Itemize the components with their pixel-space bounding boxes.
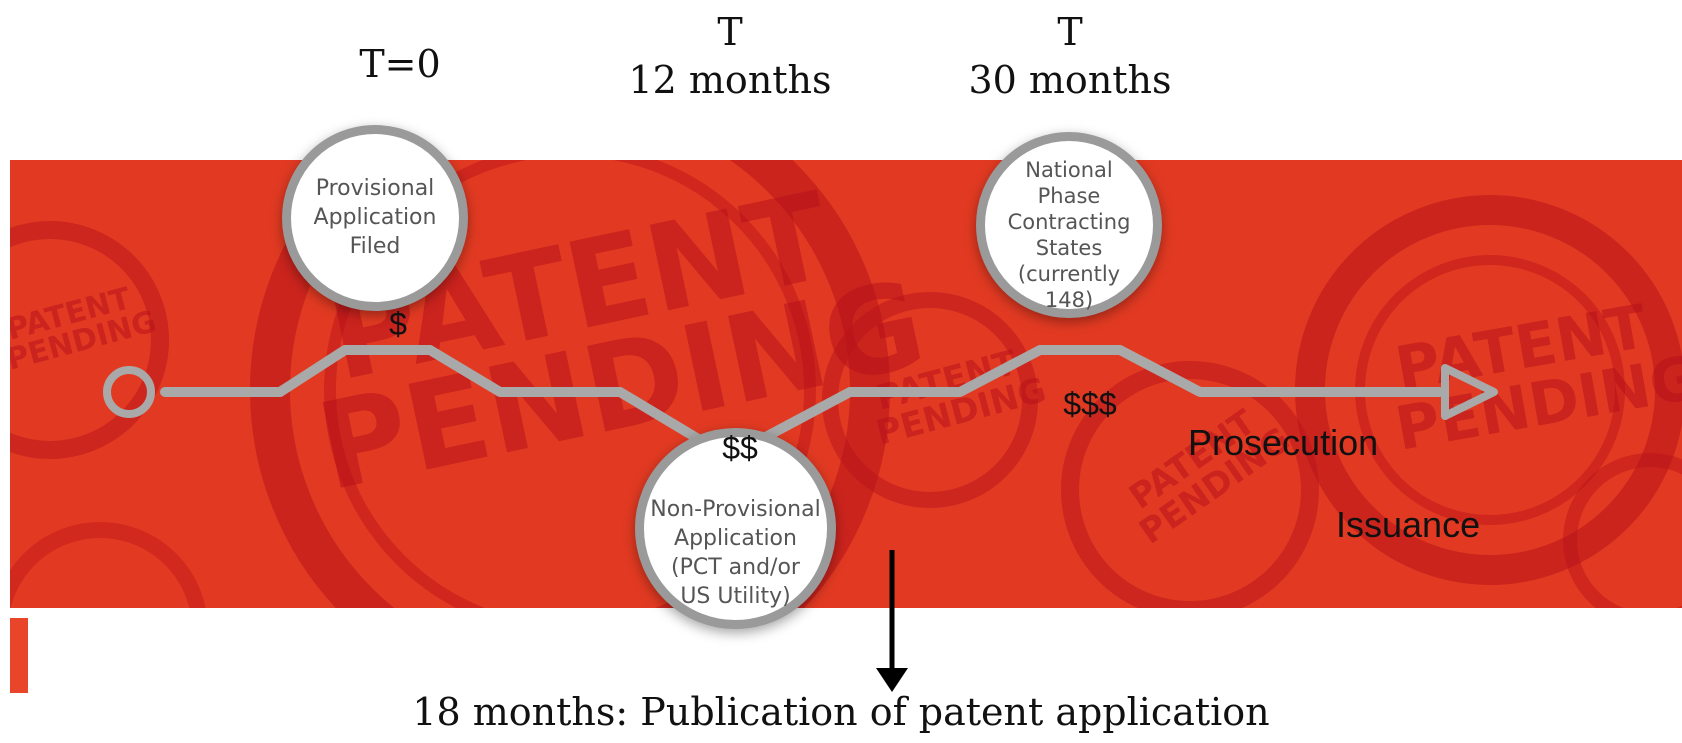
node-national-phase-line-2: Phase [1037, 184, 1101, 208]
node-provisional: Provisional Application Filed [282, 125, 468, 311]
node-national-phase-text: National Phase Contracting States (curre… [985, 157, 1153, 313]
node-non-provisional-line-4: US Utility) [680, 584, 791, 609]
node-non-provisional-line-1: Non-Provisional [650, 497, 821, 522]
accent-bar [10, 618, 28, 693]
node-non-provisional-text: Non-Provisional Application (PCT and/or … [644, 495, 827, 611]
marker-12-months: T 12 months [610, 8, 850, 104]
node-national-phase-line-6: 148) [1044, 288, 1094, 312]
stage-prosecution: Prosecution [1188, 422, 1379, 463]
marker-t0-label: T=0 [359, 42, 441, 86]
publication-caption: 18 months: Publication of patent applica… [412, 690, 1270, 734]
node-non-provisional-line-3: (PCT and/or [671, 555, 800, 580]
marker-30-months: T 30 months [950, 8, 1190, 104]
marker-12-months-label: 12 months [628, 58, 832, 102]
timeline-end-arrow-icon [1441, 364, 1498, 420]
node-provisional-line-1: Provisional [315, 176, 435, 201]
node-national-phase-line-4: States [1035, 236, 1103, 260]
cost-provisional: $ [389, 306, 407, 342]
node-national-phase: National Phase Contracting States (curre… [976, 132, 1162, 318]
node-non-provisional: Non-Provisional Application (PCT and/or … [635, 428, 836, 629]
timeline-start-circle [103, 366, 155, 418]
node-non-provisional-line-2: Application [674, 526, 797, 551]
node-national-phase-line-3: Contracting [1007, 210, 1131, 234]
node-national-phase-line-5: (currently [1017, 262, 1121, 286]
publication-arrow-head-icon [876, 668, 908, 692]
node-provisional-line-3: Filed [349, 234, 401, 259]
cost-national-phase: $$$ [1063, 386, 1117, 422]
node-national-phase-line-1: National [1025, 158, 1113, 182]
stage-issuance: Issuance [1336, 504, 1481, 545]
marker-t0: T=0 [320, 40, 480, 88]
node-provisional-line-2: Application [313, 205, 437, 230]
cost-non-provisional: $$ [722, 430, 758, 466]
marker-30-months-t: T [1057, 10, 1083, 54]
node-provisional-text: Provisional Application Filed [291, 174, 459, 261]
marker-30-months-label: 30 months [968, 58, 1172, 102]
marker-12-months-t: T [717, 10, 743, 54]
